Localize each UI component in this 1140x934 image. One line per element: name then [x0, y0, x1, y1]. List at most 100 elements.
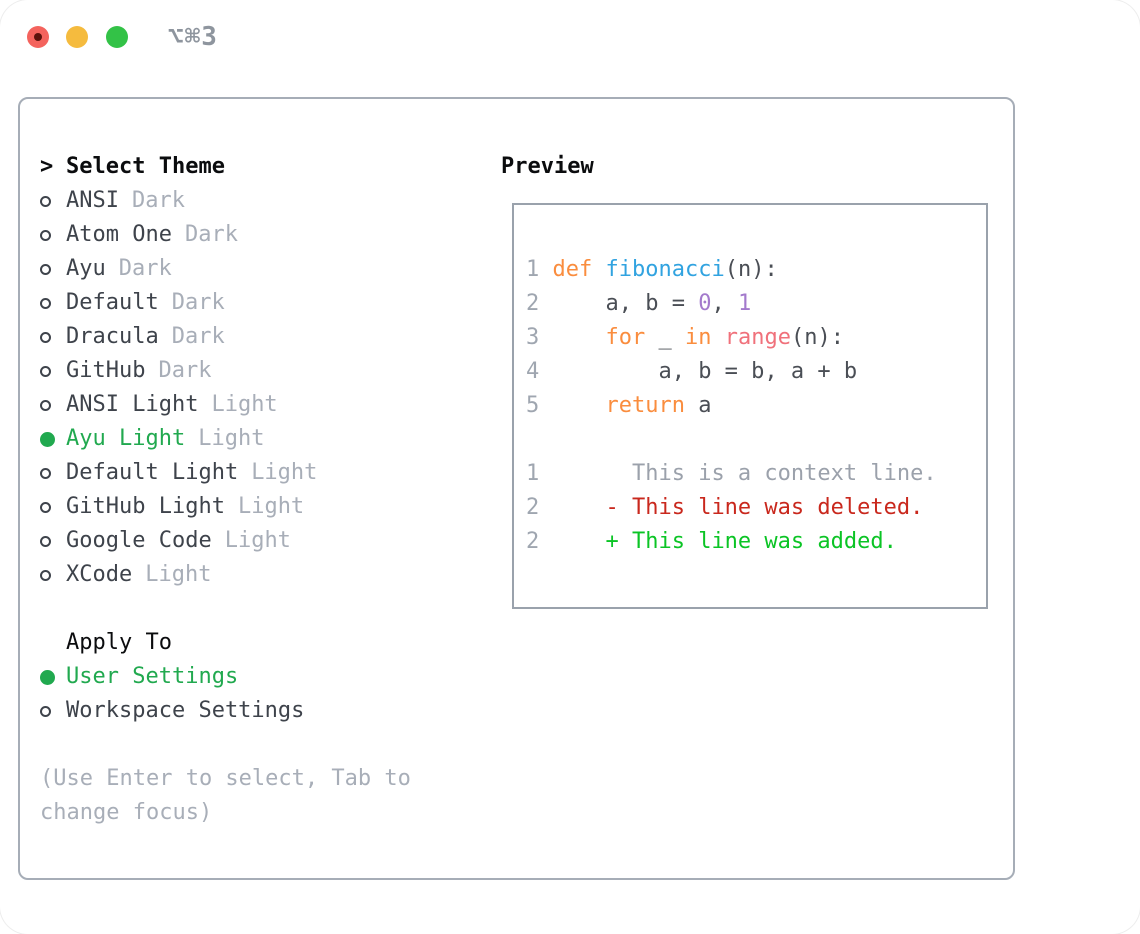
theme-variant: Light: [237, 494, 305, 519]
theme-option[interactable]: Ayu Light Light: [40, 422, 480, 456]
line-number: 3: [526, 325, 553, 350]
theme-list-header: > Select Theme: [40, 150, 480, 184]
code-line: 2 - This line was deleted.: [526, 491, 937, 525]
theme-variant: Light: [198, 426, 265, 451]
line-number: 5: [526, 393, 553, 418]
theme-name: Ayu Light: [66, 426, 186, 451]
theme-option[interactable]: Default Dark: [40, 286, 480, 320]
theme-variant: Dark: [184, 222, 238, 247]
radio-icon: [40, 535, 66, 547]
theme-variant: Light: [145, 562, 212, 587]
line-number: 2: [526, 291, 553, 316]
line-number: 1: [526, 461, 553, 486]
theme-variant: Light: [211, 392, 278, 417]
apply-to-label: Workspace Settings: [66, 698, 305, 723]
radio-icon: [40, 263, 66, 275]
preview-title: Preview: [501, 154, 594, 179]
zoom-button[interactable]: [106, 26, 128, 48]
theme-variant: Dark: [131, 188, 185, 213]
code-line: 2 a, b = 0, 1: [526, 287, 937, 321]
code-token: [553, 325, 606, 350]
radio-icon: [40, 399, 66, 411]
theme-name: XCode: [66, 562, 133, 587]
theme-variant: Light: [251, 460, 318, 485]
theme-option[interactable]: GitHub Dark: [40, 354, 480, 388]
code-token: fibonacci: [605, 257, 725, 282]
radio-icon: [40, 569, 66, 581]
code-token: a, b = b, a + b: [552, 359, 858, 384]
theme-variant: Dark: [171, 290, 225, 315]
line-number: 4: [526, 359, 553, 384]
code-line: [526, 423, 937, 457]
theme-option[interactable]: Google Code Light: [40, 524, 480, 558]
code-token: 0: [698, 291, 712, 316]
theme-name: Dracula: [66, 324, 159, 349]
radio-icon: [40, 365, 66, 377]
code-token: return: [605, 393, 685, 418]
theme-option[interactable]: ANSI Light Light: [40, 388, 480, 422]
radio-icon: [40, 331, 66, 343]
code-token: (n):: [724, 257, 778, 282]
theme-name: ANSI: [66, 188, 119, 213]
theme-name: ANSI Light: [66, 392, 199, 417]
close-button[interactable]: [27, 26, 49, 48]
code-token: a, b =: [552, 291, 699, 316]
radio-icon: [40, 195, 66, 207]
code-token: a: [684, 393, 712, 418]
code-token: in: [684, 325, 712, 350]
apply-to-title: Apply To: [66, 630, 172, 655]
code-line: 1 def fibonacci(n):: [526, 253, 937, 287]
radio-icon: [40, 705, 66, 717]
code-token: [711, 325, 724, 350]
window-title: ⌥⌘3: [168, 22, 218, 52]
minimize-button[interactable]: [66, 26, 88, 48]
line-number: 1: [526, 257, 553, 282]
theme-name: GitHub: [66, 358, 146, 383]
theme-variant: Dark: [118, 256, 172, 281]
code-token: range: [724, 325, 791, 350]
theme-option[interactable]: ANSI Dark: [40, 184, 480, 218]
theme-name: Default: [66, 290, 159, 315]
apply-to-label: User Settings: [66, 664, 239, 689]
code-token: [553, 393, 606, 418]
code-token: + This line was added.: [552, 529, 897, 554]
theme-variant: Dark: [158, 358, 212, 383]
theme-list-title: Select Theme: [66, 154, 225, 179]
apply-to-option[interactable]: User Settings: [40, 660, 480, 694]
code-token: - This line was deleted.: [552, 495, 924, 520]
radio-selected-icon: [40, 669, 66, 685]
theme-name: Google Code: [66, 528, 212, 553]
code-line: 4 a, b = b, a + b: [526, 355, 937, 389]
line-number: 2: [526, 495, 553, 520]
theme-option[interactable]: Ayu Dark: [40, 252, 480, 286]
code-line: 3 for _ in range(n):: [526, 321, 937, 355]
code-line: 5 return a: [526, 389, 937, 423]
theme-variant: Light: [224, 528, 291, 553]
code-token: 1: [737, 291, 752, 316]
line-number: 2: [526, 529, 553, 554]
code-token: for: [605, 325, 646, 350]
code-line: 1 This is a context line.: [526, 457, 937, 491]
radio-icon: [40, 229, 66, 241]
spacer: [40, 592, 480, 626]
theme-name: Ayu: [66, 256, 106, 281]
apply-to-header: Apply To: [40, 626, 480, 660]
hint-text: (Use Enter to select, Tab to change focu…: [40, 766, 411, 825]
radio-selected-icon: [40, 431, 66, 447]
code-token: (n):: [790, 325, 844, 350]
radio-icon: [40, 501, 66, 513]
theme-option[interactable]: XCode Light: [40, 558, 480, 592]
code-line: 2 + This line was added.: [526, 525, 937, 559]
apply-to-option[interactable]: Workspace Settings: [40, 694, 480, 728]
